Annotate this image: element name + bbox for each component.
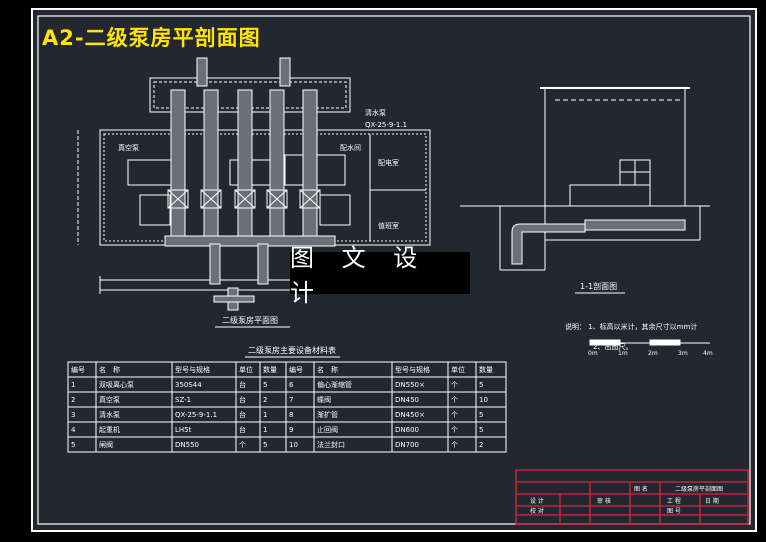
suction-pipes (164, 57, 336, 311)
tb-field-a: 工 程 (667, 497, 681, 505)
table-cell: 6 (289, 381, 294, 389)
title-block (515, 469, 749, 525)
table-cell: 2 (263, 396, 267, 404)
table-cell: 8 (289, 411, 293, 419)
section-caption: 1-1剖面图 (580, 281, 617, 291)
table-cell: 法兰封口 (317, 440, 345, 449)
scale-3: 3m (678, 350, 688, 357)
plan-pump-label: 清水泵 (365, 108, 386, 117)
section-pipe (511, 219, 686, 265)
table-cell: 10 (479, 396, 488, 404)
table-cell: 真空泵 (99, 395, 120, 404)
table-cell: 9 (289, 426, 293, 434)
table-cell: 3 (71, 411, 75, 419)
table-header-cell: 型号与规格 (175, 365, 210, 374)
table-cell: LH5t (175, 426, 192, 434)
table-cell: DN450× (395, 411, 425, 419)
table-cell: 5 (479, 411, 483, 419)
table-cell: 个 (239, 441, 246, 449)
table-cell: 起重机 (99, 425, 120, 434)
table-cell: 1 (263, 411, 267, 419)
table-cell: 台 (239, 425, 246, 434)
table-cell: 渐扩管 (317, 410, 338, 419)
table-header-cell: 型号与规格 (395, 365, 430, 374)
table-header-cell: 单位 (451, 365, 465, 374)
tb-name-label: 图 名 (634, 485, 648, 493)
table-cell: 1 (71, 381, 75, 389)
table-header-cell: 编号 (71, 365, 85, 374)
table-cell: 1 (263, 426, 267, 434)
table-cell: 偏心渐缩管 (317, 380, 352, 389)
watermark: 图 文 设 计 (290, 244, 470, 307)
tb-designer: 设 计 (530, 497, 544, 505)
table-cell: 7 (289, 396, 293, 404)
table-cell: 2 (71, 396, 75, 404)
table-cell: 台 (239, 395, 246, 404)
table-cell: SZ-1 (175, 396, 191, 404)
table-header-cell: 名 称 (99, 365, 120, 374)
tb-field-b: 日 期 (705, 497, 719, 505)
scale-0: 0m (588, 350, 598, 357)
table-cell: 个 (451, 441, 458, 449)
note-line-1: 说明： 1、标高以米计，其余尺寸以mm计 (565, 322, 697, 331)
table-cell: 台 (239, 380, 246, 389)
table-cell: 350S44 (175, 381, 202, 389)
drawing-title: A2-二级泵房平剖面图 (42, 26, 261, 50)
table-cell: 双吸离心泵 (99, 380, 134, 389)
table-cell: 台 (239, 410, 246, 419)
table-cell: DN700 (395, 441, 419, 449)
plan-vacuum-label: 真空泵 (118, 143, 139, 152)
table-cell: 4 (71, 426, 76, 434)
plan-room-top: 配水间 (340, 143, 361, 152)
table-cell: 蝶阀 (317, 395, 331, 404)
table-cell: QX-25-9-1.1 (175, 411, 217, 419)
table-cell: 个 (451, 411, 458, 419)
tb-reviewer: 审 核 (597, 497, 611, 505)
table-cell: 个 (451, 381, 458, 389)
table-cell: 10 (289, 441, 298, 449)
table-cell: DN550× (395, 381, 425, 389)
table-header-cell: 数量 (263, 365, 277, 374)
table-cell: 5 (479, 426, 483, 434)
pump-units (167, 189, 321, 209)
table-header-cell: 单位 (239, 365, 253, 374)
table-cell: 止回阀 (317, 425, 338, 434)
table-header-cell: 数量 (479, 365, 493, 374)
table-header-cell: 名 称 (317, 365, 338, 374)
equipment-table (67, 361, 507, 453)
table-cell: 5 (71, 441, 75, 449)
section-view (460, 87, 710, 346)
scale-1: 1m (618, 350, 628, 357)
table-cell: 清水泵 (99, 410, 120, 419)
tb-checker: 校 对 (530, 507, 544, 515)
tb-field-c: 图 号 (667, 508, 681, 515)
table-cell: DN550 (175, 441, 199, 449)
table-cell: 闸阀 (99, 440, 113, 449)
plan-room-distribution: 配电室 (378, 158, 399, 167)
table-cell: 个 (451, 396, 458, 404)
table-cell: 2 (479, 441, 483, 449)
table-cell: 5 (263, 381, 267, 389)
table-header-cell: 编号 (289, 365, 303, 374)
table-caption: 二级泵房主要设备材料表 (248, 345, 336, 355)
scale-2: 2m (648, 350, 658, 357)
table-cell: DN600 (395, 426, 419, 434)
table-cell: 个 (451, 426, 458, 434)
tb-drawing-name: 二级泵房平剖面图 (675, 485, 723, 493)
scale-4: 4m (703, 350, 713, 357)
table-cell: DN450 (395, 396, 419, 404)
plan-caption: 二级泵房平面图 (222, 315, 278, 325)
plan-pump-model: QX-25-9-1.1 (365, 121, 407, 129)
plan-room-duty: 值班室 (378, 221, 399, 230)
table-cell: 5 (263, 441, 267, 449)
note-line-2: 2、出图尺。 (593, 342, 632, 351)
table-cell: 5 (479, 381, 483, 389)
